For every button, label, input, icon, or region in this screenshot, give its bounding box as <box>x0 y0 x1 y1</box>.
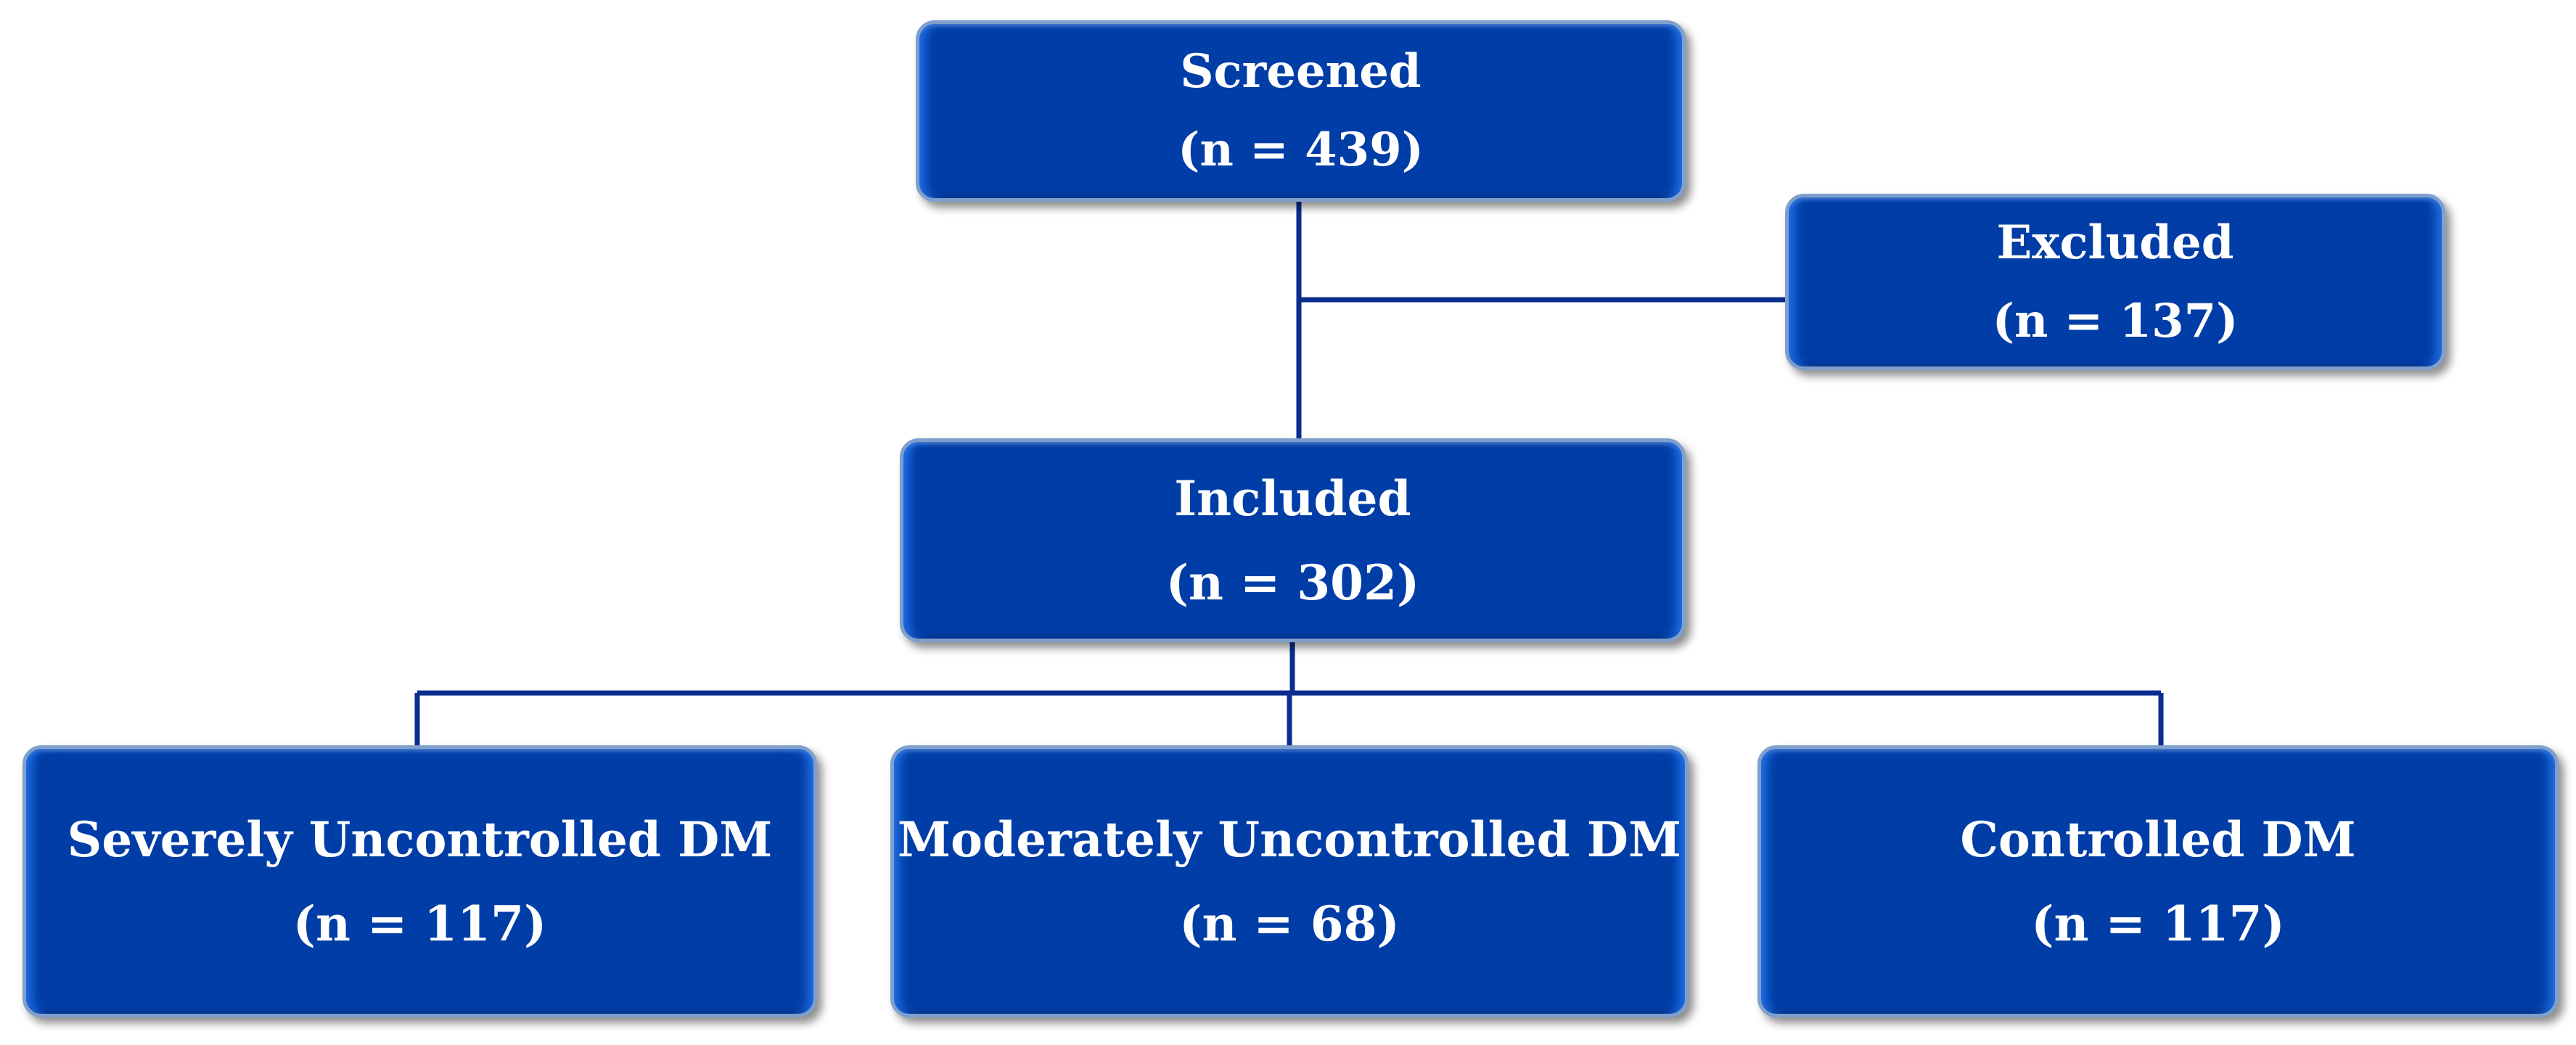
included-label: Included <box>1174 470 1411 527</box>
excluded-box: Excluded (n = 137) <box>1785 194 2445 370</box>
screened-label: Screened <box>1180 44 1422 99</box>
severely-uncontrolled-count: (n = 117) <box>292 895 547 952</box>
moderately-uncontrolled-box: Moderately Uncontrolled DM (n = 68) <box>890 745 1689 1017</box>
included-box: Included (n = 302) <box>900 438 1686 642</box>
screened-count: (n = 439) <box>1178 123 1424 177</box>
moderately-uncontrolled-count: (n = 68) <box>1179 895 1400 952</box>
included-count: (n = 302) <box>1165 554 1420 611</box>
controlled-label: Controlled DM <box>1960 811 2356 868</box>
screened-box: Screened (n = 439) <box>916 20 1686 202</box>
excluded-count: (n = 137) <box>1992 293 2239 348</box>
moderately-uncontrolled-label: Moderately Uncontrolled DM <box>897 811 1682 868</box>
severely-uncontrolled-label: Severely Uncontrolled DM <box>67 811 773 868</box>
controlled-count: (n = 117) <box>2031 895 2285 952</box>
severely-uncontrolled-box: Severely Uncontrolled DM (n = 117) <box>22 745 817 1017</box>
controlled-box: Controlled DM (n = 117) <box>1757 745 2559 1017</box>
excluded-label: Excluded <box>1996 215 2234 270</box>
